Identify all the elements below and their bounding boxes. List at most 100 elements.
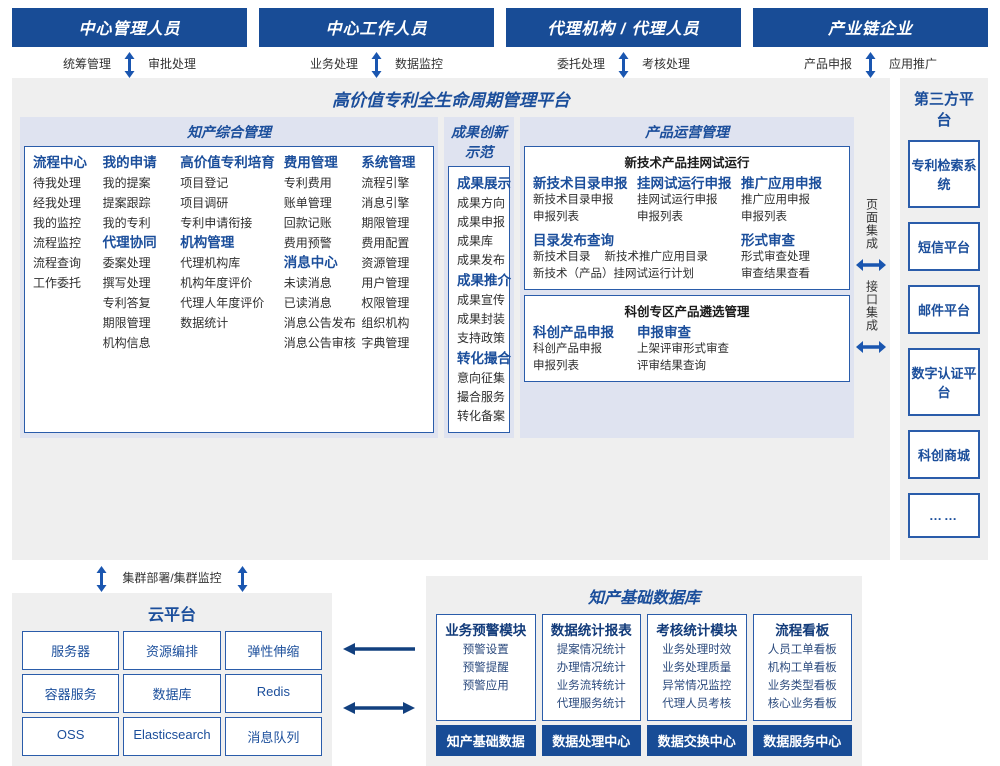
menu-item[interactable]: 申报列表 — [637, 211, 683, 223]
menu-group-head[interactable]: 高价值专利培育 — [180, 155, 275, 170]
menu-item[interactable]: 费用配置 — [361, 236, 410, 250]
menu-item[interactable]: 申报列表 — [533, 360, 579, 372]
menu-item[interactable]: 意向征集 — [457, 371, 506, 385]
menu-group-head[interactable]: 流程中心 — [33, 155, 87, 170]
menu-item[interactable]: 转化备案 — [457, 409, 506, 423]
menu-group-head[interactable]: 成果推介 — [457, 273, 511, 288]
menu-item[interactable]: 成果宣传 — [457, 293, 506, 307]
menu-item[interactable]: 评审结果查询 — [637, 360, 706, 372]
cloud-cell[interactable]: Elasticsearch — [123, 717, 221, 756]
cloud-cell[interactable]: 消息队列 — [224, 717, 322, 756]
menu-item[interactable]: 消息公告审核 — [283, 336, 356, 350]
menu-item[interactable]: 专利申请衔接 — [180, 216, 253, 230]
actor-link[interactable]: 委托处理 — [556, 56, 605, 71]
db-card-item[interactable]: 核心业务看板 — [767, 698, 837, 710]
menu-item[interactable]: 数据统计 — [180, 316, 229, 330]
actor-link[interactable]: 产品申报 — [803, 56, 852, 71]
third-party-item[interactable]: 数字认证平台 — [908, 348, 980, 416]
actor-link[interactable]: 考核处理 — [642, 56, 691, 71]
menu-item[interactable]: 成果方向 — [457, 196, 506, 210]
menu-item[interactable]: 撰写处理 — [102, 276, 151, 290]
db-card-item[interactable]: 业务类型看板 — [767, 680, 837, 692]
third-party-item[interactable]: 专利检索系统 — [908, 140, 980, 208]
menu-item[interactable]: 已读消息 — [283, 296, 332, 310]
menu-item[interactable]: 机构年度评价 — [180, 276, 253, 290]
menu-group-head[interactable]: 消息中心 — [283, 255, 338, 270]
menu-item[interactable]: 期限管理 — [361, 216, 410, 230]
db-card-item[interactable]: 预警应用 — [462, 680, 509, 692]
third-party-item[interactable]: 科创商城 — [908, 430, 980, 479]
menu-item[interactable]: 未读消息 — [283, 276, 332, 290]
menu-item[interactable]: 资源管理 — [361, 256, 410, 270]
menu-item[interactable]: 新技术推广应用目录 — [604, 251, 709, 263]
menu-item[interactable]: 新技术目录 — [533, 251, 591, 263]
menu-item[interactable]: 流程监控 — [33, 236, 82, 250]
menu-group-head[interactable]: 系统管理 — [361, 155, 416, 170]
menu-group-head[interactable]: 机构管理 — [180, 235, 235, 250]
menu-item[interactable]: 我的监控 — [33, 216, 82, 230]
db-card-item[interactable]: 代理服务统计 — [556, 698, 626, 710]
menu-item[interactable]: 撮合服务 — [457, 390, 506, 404]
menu-item[interactable]: 代理机构库 — [180, 256, 241, 270]
menu-item[interactable]: 费用预警 — [283, 236, 332, 250]
menu-item[interactable]: 流程引擎 — [361, 176, 410, 190]
menu-group-head[interactable]: 费用管理 — [283, 155, 338, 170]
cloud-cell[interactable]: Redis — [224, 674, 322, 713]
menu-item[interactable]: 我的专利 — [102, 216, 151, 230]
menu-group-head[interactable]: 我的申请 — [102, 155, 157, 170]
menu-item[interactable]: 专利费用 — [283, 176, 332, 190]
menu-item[interactable]: 流程查询 — [33, 256, 82, 270]
db-card-head[interactable]: 数据统计报表 — [550, 623, 632, 638]
cloud-cell[interactable]: 服务器 — [22, 631, 120, 670]
db-card-item[interactable]: 人员工单看板 — [767, 644, 837, 656]
menu-item[interactable]: 回款记账 — [283, 216, 332, 230]
menu-item[interactable]: 工作委托 — [33, 276, 82, 290]
menu-item[interactable]: 经我处理 — [33, 196, 82, 210]
menu-item[interactable]: 新技术（产品）挂网试运行计划 — [533, 268, 694, 280]
menu-item[interactable]: 项目登记 — [180, 176, 229, 190]
menu-item[interactable]: 专利答复 — [102, 296, 151, 310]
third-party-item[interactable]: 邮件平台 — [908, 285, 980, 334]
menu-item[interactable]: 项目调研 — [180, 196, 229, 210]
menu-group-head[interactable]: 科创产品申报 — [533, 325, 614, 340]
db-card-item[interactable]: 业务处理质量 — [662, 662, 732, 674]
actor-link[interactable]: 统筹管理 — [62, 56, 111, 71]
menu-item[interactable]: 申报列表 — [533, 211, 579, 223]
menu-item[interactable]: 账单管理 — [283, 196, 332, 210]
db-card-item[interactable]: 业务处理时效 — [662, 644, 732, 656]
cloud-cell[interactable]: 弹性伸缩 — [224, 631, 322, 670]
third-party-item[interactable]: 短信平台 — [908, 222, 980, 271]
db-footer[interactable]: 数据服务中心 — [752, 725, 852, 756]
cloud-cell[interactable]: 数据库 — [123, 674, 221, 713]
menu-item[interactable]: 组织机构 — [361, 316, 410, 330]
db-footer[interactable]: 知产基础数据 — [436, 725, 536, 756]
menu-item[interactable]: 委案处理 — [102, 256, 151, 270]
menu-item[interactable]: 挂网试运行申报 — [637, 194, 718, 206]
menu-item[interactable]: 科创产品申报 — [533, 343, 602, 355]
db-footer[interactable]: 数据交换中心 — [647, 725, 747, 756]
db-card-item[interactable]: 业务流转统计 — [556, 680, 626, 692]
menu-item[interactable]: 成果库 — [457, 234, 494, 248]
db-card-item[interactable]: 预警设置 — [462, 644, 509, 656]
db-footer[interactable]: 数据处理中心 — [541, 725, 641, 756]
menu-group-head[interactable]: 代理协同 — [102, 235, 157, 250]
db-card-item[interactable]: 异常情况监控 — [662, 680, 732, 692]
menu-item[interactable]: 审查结果查看 — [741, 268, 810, 280]
third-party-item[interactable]: …… — [908, 493, 980, 538]
menu-item[interactable]: 申报列表 — [741, 211, 787, 223]
db-card-item[interactable]: 办理情况统计 — [556, 662, 626, 674]
menu-item[interactable]: 用户管理 — [361, 276, 410, 290]
menu-item[interactable]: 消息引擎 — [361, 196, 410, 210]
db-card-item[interactable]: 机构工单看板 — [767, 662, 837, 674]
cloud-cell[interactable]: 资源编排 — [123, 631, 221, 670]
db-card-head[interactable]: 业务预警模块 — [445, 623, 527, 638]
menu-item[interactable]: 权限管理 — [361, 296, 410, 310]
menu-item[interactable]: 期限管理 — [102, 316, 151, 330]
menu-group-head[interactable]: 推广应用申报 — [741, 176, 822, 191]
menu-item[interactable]: 字典管理 — [361, 336, 410, 350]
actor-link[interactable]: 业务处理 — [309, 56, 358, 71]
menu-group-head[interactable]: 挂网试运行申报 — [637, 176, 732, 191]
db-card-item[interactable]: 预警提醒 — [462, 662, 509, 674]
menu-item[interactable]: 待我处理 — [33, 176, 82, 190]
menu-group-head[interactable]: 成果展示 — [457, 176, 511, 191]
